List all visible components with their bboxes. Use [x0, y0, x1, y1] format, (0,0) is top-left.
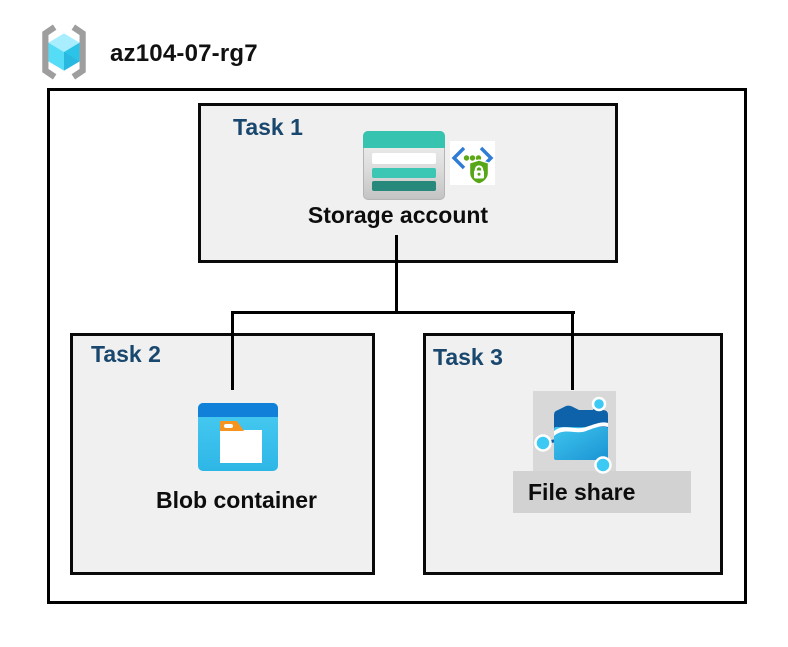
- task2-box: Task 2 Blob container: [70, 333, 375, 575]
- connector-to-fileshare: [571, 311, 574, 390]
- blob-icon-tab-dash: [224, 424, 233, 428]
- task2-label: Task 2: [91, 341, 161, 367]
- connector-storage-down: [395, 235, 398, 313]
- task1-caption: Storage account: [307, 202, 489, 228]
- task2-caption: Blob container: [155, 487, 317, 513]
- blob-icon-title-bar: [198, 403, 278, 417]
- blob-container-icon: [198, 403, 278, 471]
- connector-horizontal: [231, 311, 575, 314]
- task1-label: Task 1: [233, 114, 303, 140]
- storage-icon-bar: [372, 153, 436, 164]
- storage-icon-bar: [372, 168, 436, 178]
- task3-label: Task 3: [433, 344, 503, 370]
- file-share-icon: [533, 391, 616, 474]
- connector-to-blob: [231, 311, 234, 390]
- task3-box: Task 3 File share: [423, 333, 723, 575]
- resource-group-title: az104-07-rg7: [110, 40, 258, 67]
- storage-icon-top-band: [363, 131, 445, 148]
- storage-account-icon: [363, 131, 445, 200]
- secure-access-icon: [450, 141, 495, 185]
- task3-caption: File share: [513, 471, 691, 513]
- task1-box: Task 1 Storage account: [198, 103, 618, 263]
- storage-icon-bar: [372, 181, 436, 191]
- blob-icon-folder: [220, 430, 262, 463]
- resource-group-icon: [42, 24, 86, 80]
